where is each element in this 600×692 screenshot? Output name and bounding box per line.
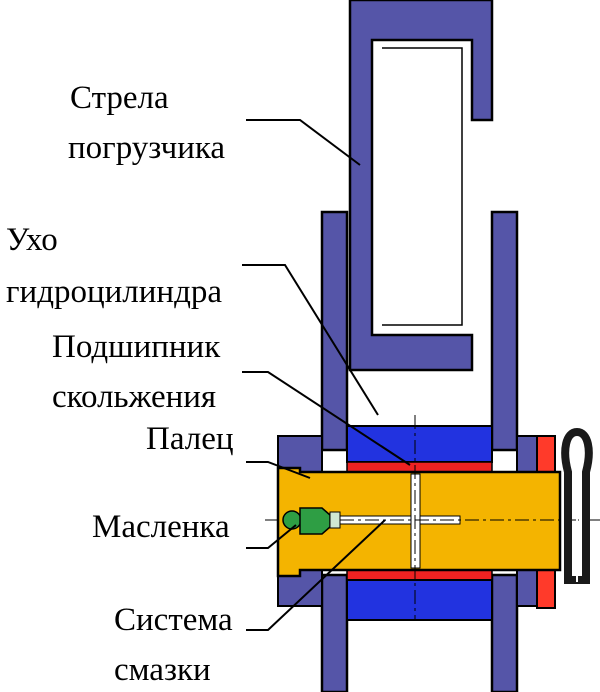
cotter-pin-loop	[561, 427, 593, 584]
bearing-lower	[346, 579, 493, 621]
label-ear-line1: Ухо	[6, 222, 58, 258]
ear-plate-right-lower	[490, 573, 519, 692]
boss-upper	[277, 435, 323, 473]
cotter-pin	[561, 427, 593, 584]
leader-pin	[246, 461, 311, 479]
leader-ear	[242, 264, 379, 416]
boss-right-lower	[516, 567, 538, 607]
label-boom-line1: Стрела	[70, 80, 169, 116]
boom-profile	[348, 0, 494, 372]
boom-inner-line	[382, 47, 463, 326]
boss-right-upper	[516, 435, 538, 473]
leader-bearing	[242, 371, 411, 466]
leader-lines	[242, 119, 411, 631]
label-boom-line2: погрузчика	[68, 130, 225, 166]
washer-lower	[536, 567, 556, 609]
label-lube-line2: смазки	[114, 652, 211, 688]
plain-bearing	[346, 425, 493, 621]
label-lube-line1: Система	[114, 602, 233, 638]
label-ear-line2: гидроцилиндра	[6, 274, 222, 310]
loader-boom	[348, 0, 494, 372]
grease-fitting	[282, 507, 341, 535]
grease-fitting-hex	[299, 507, 331, 535]
grease-fitting-body	[329, 511, 341, 529]
hydraulic-cylinder-ear	[320, 210, 519, 692]
label-pin: Палец	[146, 421, 234, 457]
leader-grease	[246, 524, 297, 549]
leader-lube	[246, 519, 386, 631]
bearing-upper	[346, 425, 493, 463]
ear-plate-right-upper	[490, 210, 519, 452]
leader-boom	[246, 119, 361, 166]
pin	[265, 415, 600, 620]
label-bearing-line1: Подшипник	[52, 329, 221, 365]
label-bearing-line2: скольжения	[52, 379, 216, 415]
label-grease-fitting: Масленка	[92, 509, 230, 545]
grease-fitting-ball	[282, 510, 302, 530]
ear-plate-left-lower	[320, 573, 349, 692]
